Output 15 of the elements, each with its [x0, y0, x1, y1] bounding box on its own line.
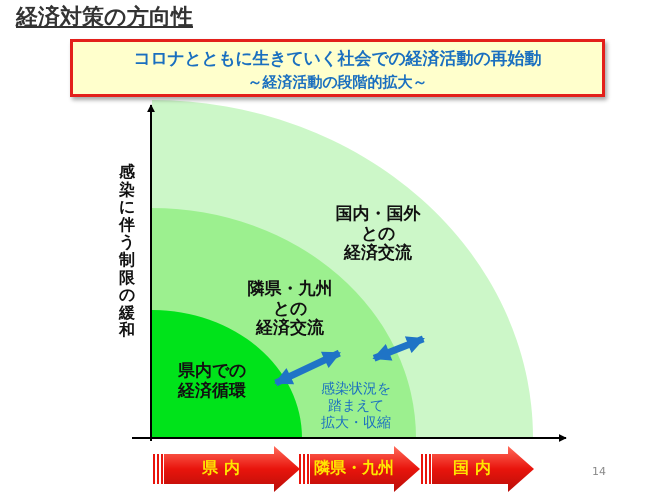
chevron-label: 国 内 — [452, 458, 492, 479]
page-title: 経済対策の方向性 — [16, 4, 193, 32]
chevron-label: 隣県・九州 — [313, 458, 395, 479]
chevron-label: 県 内 — [201, 458, 241, 479]
axis-label: 感染に伴う制限の緩和 — [119, 163, 135, 339]
double-arrow — [274, 350, 341, 386]
zone-label: 隣県・九州との経済交流 — [246, 280, 334, 339]
double-arrow — [372, 336, 425, 362]
zone-label: 県内での経済循環 — [176, 362, 247, 402]
header-subtitle: ～経済活動の段階的拡大～ — [246, 73, 428, 92]
page-number: 14 — [592, 465, 606, 478]
zone-label: 国内・国外との経済交流 — [334, 205, 422, 264]
header-title: コロナとともに生きていく社会での経済活動の再始動 — [132, 48, 542, 70]
note-text: 感染状況を踏まえて拡大・収縮 — [320, 381, 392, 432]
header-box — [70, 39, 605, 97]
